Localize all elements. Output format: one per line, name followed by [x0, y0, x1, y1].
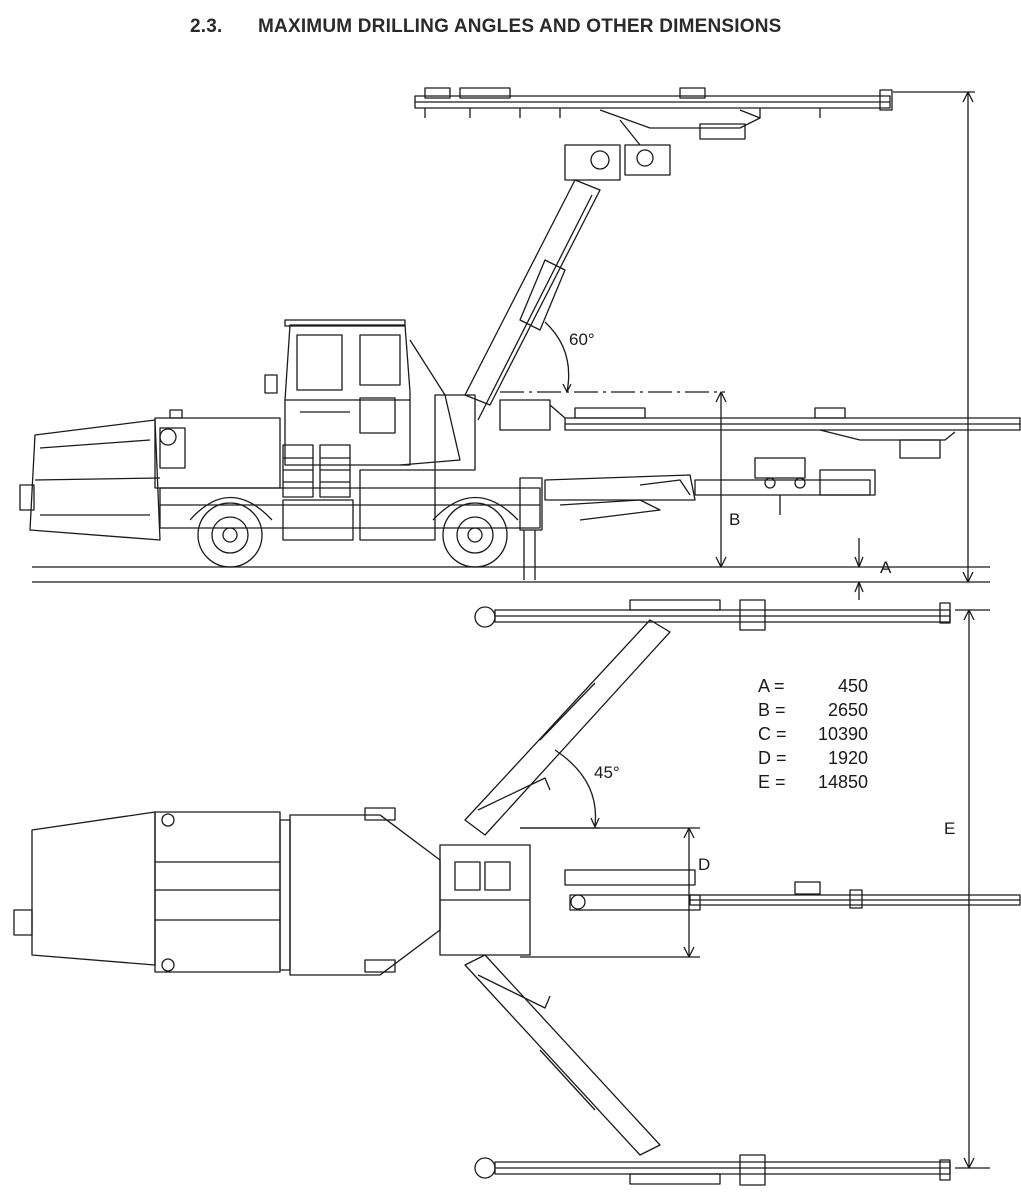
dim-label-a: A [880, 558, 892, 577]
right-angled-boom [464, 954, 661, 1156]
rig-carrier [19, 319, 543, 580]
front-boom-top [564, 869, 1021, 911]
dimension-key: A = [758, 676, 785, 696]
dimension-c [893, 91, 975, 583]
left-angled-boom [464, 619, 671, 836]
dim-label-e: E [944, 819, 955, 838]
dimension-row-a: A = 450 [758, 676, 868, 700]
lower-boom [544, 457, 876, 521]
dimension-d [520, 827, 700, 958]
lower-feed-top [474, 1154, 951, 1186]
angle-label-60: 60° [569, 330, 595, 349]
section-title: MAXIMUM DRILLING ANGLES AND OTHER DIMENS… [258, 16, 782, 37]
angle-arc-45 [554, 749, 597, 826]
upper-feed-top [474, 599, 951, 631]
upper-boom [464, 119, 671, 421]
dimension-value: 2650 [827, 700, 868, 720]
dimension-value: 14850 [817, 772, 868, 792]
ground-lines [32, 566, 990, 583]
upper-feed-beam [414, 87, 893, 140]
dimension-key: B = [758, 700, 786, 720]
dimension-value: 450 [837, 676, 868, 696]
dimension-table: A = 450 B = 2650 C = 10390 D = 1920 E = … [758, 676, 868, 796]
side-view: 60° B A [19, 87, 1021, 600]
rig-carrier-top [13, 807, 531, 976]
dimension-value: 10390 [817, 724, 868, 744]
dimension-key: C = [758, 724, 787, 744]
dimension-row-d: D = 1920 [758, 748, 868, 772]
dim-label-d: D [698, 855, 710, 874]
dimension-row-c: C = 10390 [758, 724, 868, 748]
section-number: 2.3. [190, 16, 223, 37]
angle-label-45: 45° [594, 763, 620, 782]
dimension-key: D = [758, 748, 787, 768]
dimension-e [955, 609, 990, 1169]
dimension-row-e: E = 14850 [758, 772, 868, 796]
dimension-b [715, 391, 727, 568]
dim-label-b: B [729, 510, 740, 529]
angle-arc-60 [544, 321, 570, 393]
top-view: 45° D E [13, 599, 1021, 1186]
dimension-key: E = [758, 772, 786, 792]
section-heading: 2.3. MAXIMUM DRILLING ANGLES AND OTHER D… [0, 16, 1021, 46]
dimension-value: 1920 [827, 748, 868, 768]
dimension-row-b: B = 2650 [758, 700, 868, 724]
middle-feed-beam [499, 399, 1021, 459]
dimension-a [854, 538, 864, 600]
